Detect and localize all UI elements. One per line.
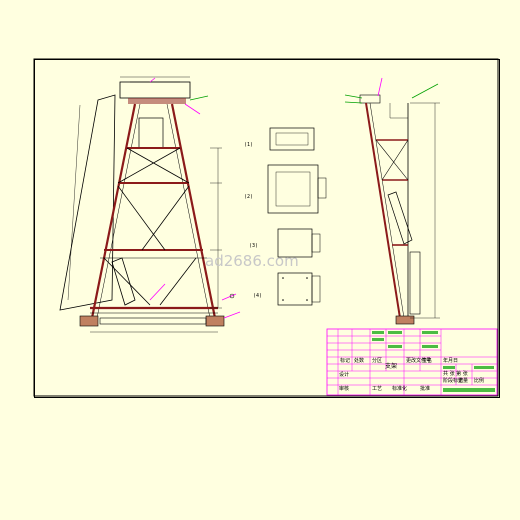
col-label-count: 处数 — [354, 357, 364, 364]
role-standard: 标准化 — [392, 385, 407, 392]
right-leg — [170, 103, 217, 319]
stage-label: 阶段标记 — [443, 377, 463, 384]
drawing-sheet — [34, 59, 500, 398]
side-angled-plate — [387, 191, 413, 245]
role-design: 设计 — [339, 371, 349, 378]
side-leg — [365, 102, 401, 319]
role-review: 审核 — [339, 385, 349, 392]
side-lower-box — [409, 251, 421, 315]
angled-plate — [111, 257, 136, 306]
col-label-sign: 签名 — [422, 357, 432, 364]
role-approve: 批准 — [420, 385, 430, 392]
watermark: ad2686.com — [205, 252, 299, 270]
role-process: 工艺 — [372, 386, 382, 392]
side-foot — [395, 315, 415, 325]
detail-label-2: (2) — [244, 194, 253, 200]
top-cap — [119, 81, 191, 99]
col-label-zone: 分区 — [372, 357, 382, 364]
leader-magenta-mid — [149, 283, 166, 301]
base-plate — [99, 317, 207, 325]
brace-2 — [117, 185, 166, 251]
col-label-date: 年月日 — [443, 357, 458, 364]
upper-box — [138, 117, 164, 149]
left-foot — [79, 315, 99, 327]
detail-label-1: (1) — [244, 142, 253, 148]
left-leg — [90, 103, 137, 319]
right-foot — [205, 315, 225, 327]
side-view — [344, 77, 440, 325]
panel-dim-line — [67, 104, 81, 301]
col-label-mark: 标记 — [340, 357, 350, 364]
sheet-label: 共 张 第 张 — [443, 370, 468, 377]
side-top-cap — [359, 94, 381, 104]
title-block: 支架 标记 处数 分区 更改文件号 签名 年月日 阶段标记 重量 比例 设计 审… — [326, 328, 498, 396]
title-block-name: 支架 — [385, 362, 397, 370]
front-view — [59, 76, 241, 333]
leaning-panel — [59, 94, 116, 311]
leader-magenta-top — [184, 103, 201, 115]
brace-1 — [126, 147, 190, 184]
brace-3 — [103, 257, 151, 306]
side-leader-green — [411, 83, 439, 99]
top-plate — [128, 98, 186, 104]
detail-1-plate — [269, 127, 315, 151]
detail-label-4: (4) — [253, 293, 262, 299]
drawing-frame — [33, 58, 499, 397]
scale-label: 比例 — [474, 377, 484, 384]
leader-green-top — [189, 95, 209, 101]
detail-label-3: (3) — [249, 243, 258, 249]
weight-label: 重量 — [458, 377, 468, 384]
col-label-doc: 更改文件号 — [406, 357, 431, 364]
detail-views: (1) (2) (3) (4) — [244, 127, 327, 306]
